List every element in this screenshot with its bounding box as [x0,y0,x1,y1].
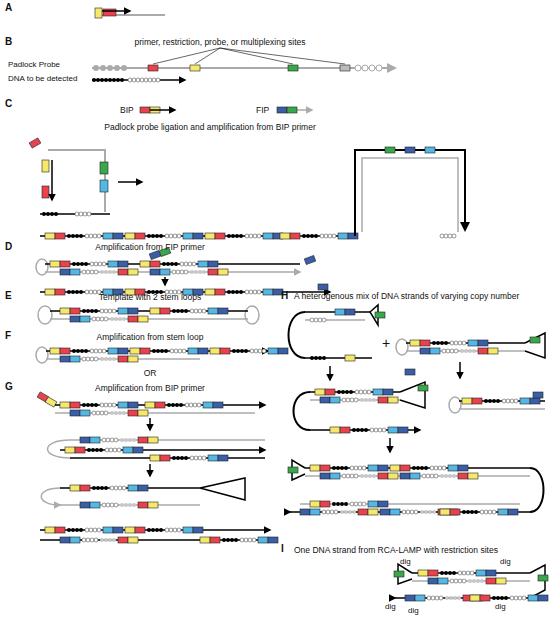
dig-label: dig [495,603,506,611]
strand-label: DNA to be detected [8,75,77,83]
step-caption: A heterogenous mix of DNA strands of var… [294,292,519,301]
panel-d-art [36,247,330,295]
panel-letter: G [5,382,13,392]
panel-b-art [92,48,395,82]
plus-sign: + [382,336,390,350]
panel-letter: B [5,37,12,47]
dig-label: dig [400,558,411,566]
panel-letter: I [281,544,284,554]
primer-label: FIP [256,106,269,115]
panel-letter: H [281,291,288,301]
step-caption: Amplification from FIP primer [95,243,204,252]
dig-label: dig [385,603,396,611]
strand-label: Padlock Probe [8,61,60,69]
primer-label: BIP [120,106,134,115]
panel-c-art [29,107,465,239]
panel-letter: F [5,331,11,341]
step-caption: Amplification from stem loop [97,333,204,342]
panel-g-art [37,392,278,543]
panel-h-art [288,305,545,515]
dig-label: dig [408,607,419,615]
panel-letter: D [5,242,12,252]
panel-letter: A [5,3,12,13]
step-caption: Padlock probe ligation and amplification… [104,123,316,132]
site-caption: primer, restriction, probe, or multiplex… [134,38,305,47]
panel-letter: C [5,99,12,109]
or-label: OR [144,369,157,378]
dig-label: dig [500,558,511,566]
step-caption: Amplification from BIP primer [95,384,205,393]
step-caption: Template with 2 stem loops [99,293,202,302]
panel-e-art [38,306,259,324]
panel-a-art [95,8,165,18]
panel-letter: E [5,291,12,301]
panel-f-art [36,347,288,363]
panel-i-art [394,564,548,601]
step-caption: One DNA strand from RCA-LAMP with restri… [294,546,498,555]
